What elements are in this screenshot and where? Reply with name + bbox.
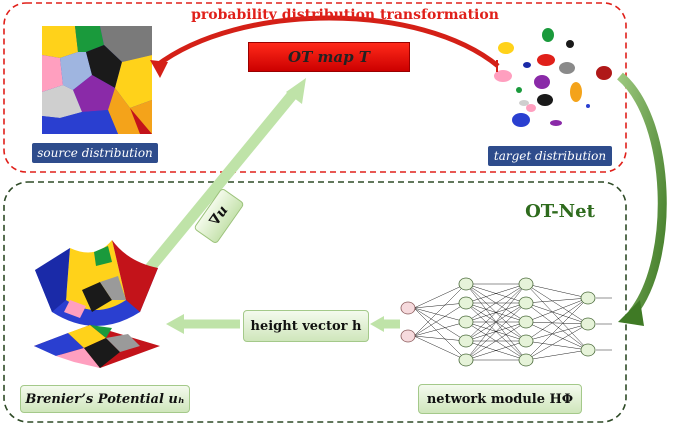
ot-map-arrow — [154, 15, 500, 68]
target-to-network-arrowhead — [618, 300, 644, 326]
neural-network — [400, 277, 612, 367]
brenier-potential-label: Brenier’s Potential uₕ — [20, 385, 190, 413]
source-distribution-image — [42, 26, 152, 134]
target-distribution-label: target distribution — [488, 146, 612, 166]
brenier-potential-surface — [35, 240, 158, 326]
ot-map-label: OT map T — [248, 42, 410, 72]
gradient-arrow-shaft — [145, 90, 298, 272]
height-to-brenier-arrowhead — [166, 314, 184, 334]
ot-map-arrowhead — [150, 60, 168, 78]
target-to-network-arrow — [616, 72, 667, 317]
projected-partition — [34, 325, 160, 368]
network-module-label: network module HΦ — [418, 384, 582, 414]
target-distribution-clusters — [494, 28, 612, 127]
height-vector-label: height vector h — [243, 310, 369, 342]
gradient-arrowhead — [286, 78, 306, 104]
ot-net-title: OT-Net — [525, 200, 595, 222]
source-distribution-label: source distribution — [32, 143, 158, 163]
network-to-height-arrowhead — [370, 316, 384, 332]
top-section-title: probability distribution transformation — [191, 7, 499, 23]
